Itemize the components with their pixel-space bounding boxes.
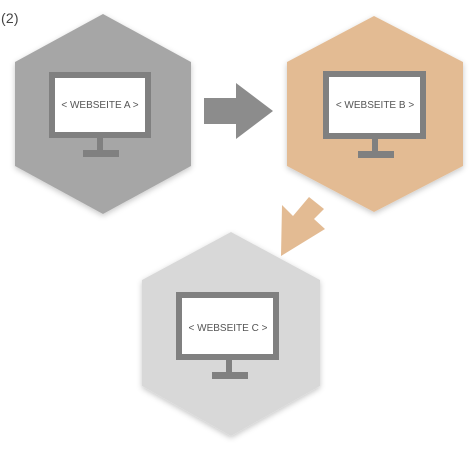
arrow-a-to-b (204, 83, 273, 139)
monitor-icon (323, 71, 426, 158)
arrow-right-icon (204, 83, 273, 139)
monitor-icon (176, 292, 279, 379)
label-webseite-b: < WEBSEITE B > (336, 100, 415, 111)
monitor-icon (49, 72, 151, 157)
node-webseite-c: < WEBSEITE C > (142, 232, 320, 436)
node-webseite-a: < WEBSEITE A > (15, 14, 191, 214)
label-webseite-a: < WEBSEITE A > (61, 100, 138, 111)
arrow-b-to-c (281, 197, 325, 256)
label-webseite-c: < WEBSEITE C > (189, 323, 268, 334)
step-label: (2) (1, 10, 19, 26)
arrow-down-left-icon (281, 197, 325, 256)
node-webseite-b: < WEBSEITE B > (287, 16, 463, 212)
